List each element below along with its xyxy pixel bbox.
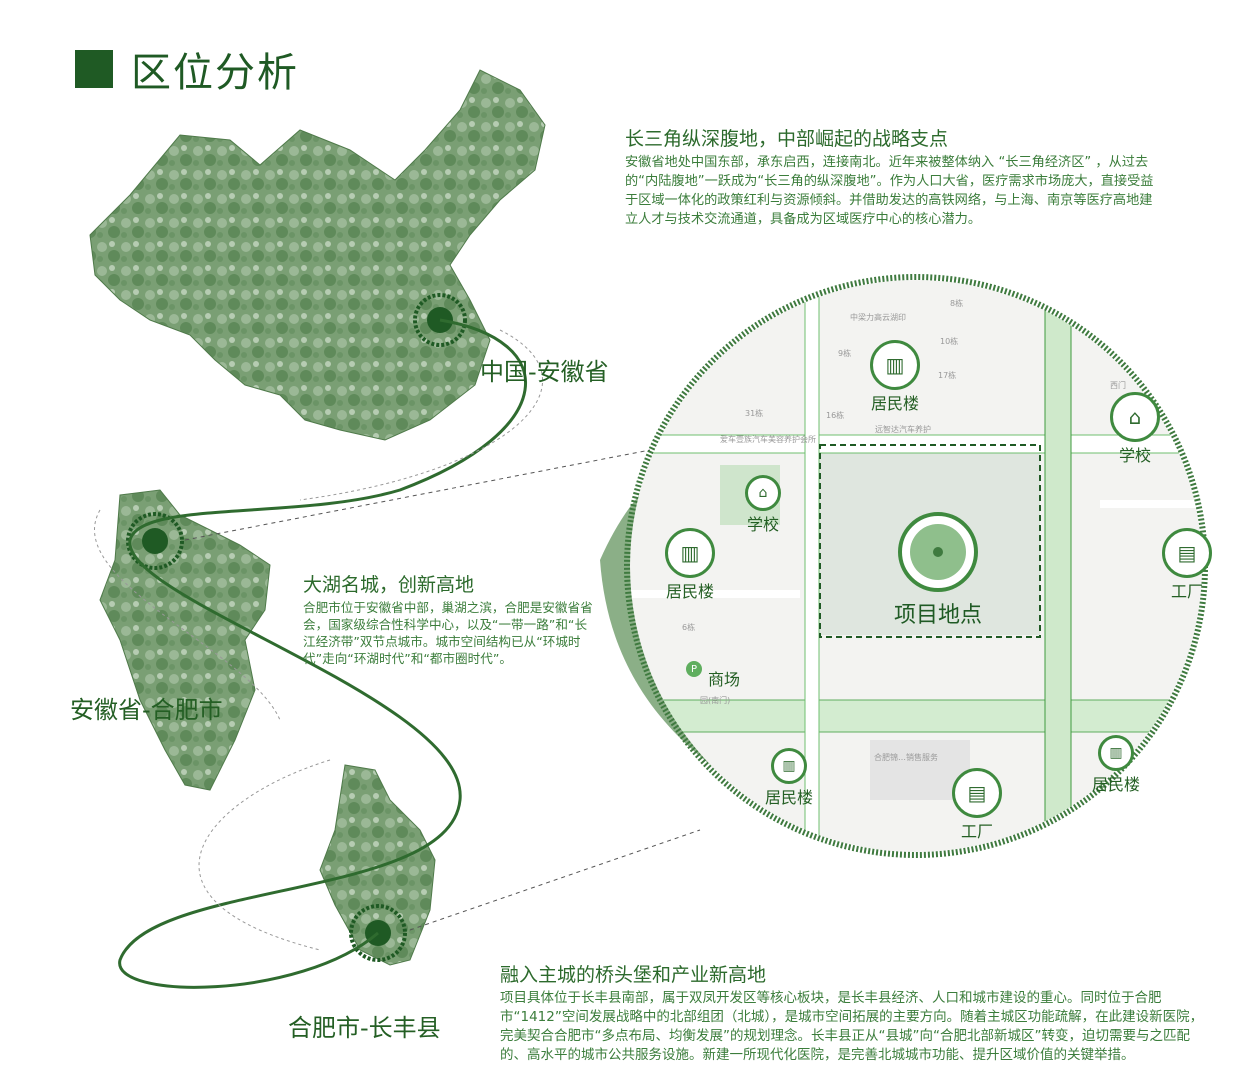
street-label: 10栋 <box>940 336 958 346</box>
building-icon: ▥ <box>1098 735 1134 771</box>
china-marker-ring <box>413 293 467 347</box>
poi-mall[interactable]: P 商场 <box>686 648 740 690</box>
section-title: 区位分析 <box>75 40 299 98</box>
street-label: 西门 <box>1110 380 1126 390</box>
changfeng-body: 项目具体位于长丰县南部，属于双凤开发区等核心板块，是长丰县经济、人口和城市建设的… <box>500 990 1204 1063</box>
hefei-heading: 大湖名城，创新高地 <box>303 574 475 596</box>
anhui-hefei-label: 安徽省-合肥市 <box>70 696 223 724</box>
street-label: 16栋 <box>826 410 844 420</box>
poi-factory-1[interactable]: ▤ 工厂 <box>1162 528 1212 602</box>
connector-line-changfeng <box>409 829 701 931</box>
hefei-map <box>319 764 436 966</box>
poi-label: 工厂 <box>960 822 993 841</box>
factory-icon: ▤ <box>1162 528 1212 578</box>
poi-residential-4[interactable]: ▥ 居民楼 <box>1092 735 1140 795</box>
school-icon: ⌂ <box>1110 392 1160 442</box>
poi-label: 学校 <box>1118 446 1151 465</box>
poi-school-2[interactable]: ⌂ 学校 <box>745 475 781 535</box>
poi-residential-2[interactable]: ▥ 居民楼 <box>665 528 715 602</box>
changfeng-marker-ring <box>349 904 407 962</box>
china-description: 长三角纵深腹地，中部崛起的战略支点 安徽省地处中国东部，承东启西，连接南北。近年… <box>625 124 1155 229</box>
project-pin-icon <box>898 512 978 592</box>
hefei-changfeng-label: 合肥市-长丰县 <box>288 1014 441 1042</box>
street-label: 8栋 <box>950 298 963 308</box>
poi-school-1[interactable]: ⌂ 学校 <box>1110 392 1160 466</box>
street-label: 爱车壹族汽车美容养护会所 <box>720 434 816 444</box>
hefei-body: 合肥市位于安徽省中部，巢湖之滨，合肥是安徽省省会，国家级综合性科学中心，以及“一… <box>303 600 593 666</box>
poi-factory-2[interactable]: ▤ 工厂 <box>952 768 1002 842</box>
changfeng-heading: 融入主城的桥头堡和产业新高地 <box>500 964 767 986</box>
building-icon: ▥ <box>870 340 920 390</box>
street-label: 合肥锦…销售服务 <box>874 752 938 762</box>
title-square-icon <box>75 50 113 88</box>
hefei-description: 大湖名城，创新高地 合肥市位于安徽省中部，巢湖之滨，合肥是安徽省省会，国家级综合… <box>303 570 598 667</box>
poi-label: 工厂 <box>1170 582 1203 601</box>
poi-label: 居民楼 <box>1092 775 1141 794</box>
project-location-label: 项目地点 <box>894 603 983 628</box>
page-title: 区位分析 <box>131 50 299 96</box>
street-label: 6栋 <box>682 622 695 632</box>
dashed-orbits <box>94 329 543 951</box>
hefei-marker-dot <box>142 528 168 554</box>
street-label: 9栋 <box>838 348 851 358</box>
china-anhui-label: 中国-安徽省 <box>480 358 609 386</box>
poi-residential-1[interactable]: ▥ 居民楼 <box>870 340 920 414</box>
poi-residential-3[interactable]: ▥ 居民楼 <box>765 748 813 808</box>
school-icon: ⌂ <box>745 475 781 511</box>
changfeng-description: 融入主城的桥头堡和产业新高地 项目具体位于长丰县南部，属于双凤开发区等核心板块，… <box>500 960 1212 1065</box>
china-map <box>89 69 546 441</box>
poi-label: 居民楼 <box>765 788 814 807</box>
poi-label: 商场 <box>708 670 741 689</box>
poi-label: 居民楼 <box>665 582 714 601</box>
anhui-map <box>99 489 271 791</box>
street-label: 31栋 <box>745 408 763 418</box>
street-label: 远智达汽车养护 <box>875 424 931 434</box>
factory-icon: ▤ <box>952 768 1002 818</box>
street-label: 园(南门) <box>700 695 730 705</box>
connector-line-hefei <box>184 449 651 541</box>
china-heading: 长三角纵深腹地，中部崛起的战略支点 <box>625 128 949 150</box>
building-icon: ▥ <box>665 528 715 578</box>
poi-label: 居民楼 <box>870 394 919 413</box>
connector-swoosh <box>118 318 527 989</box>
china-body: 安徽省地处中国东部，承东启西，连接南北。近年来被整体纳入 “长三角经济区” ，从… <box>625 155 1154 227</box>
project-boundary <box>819 444 1041 638</box>
poi-label: 学校 <box>746 515 779 534</box>
street-label: 中梁力高云湖印 <box>850 312 906 322</box>
street-label: 17栋 <box>938 370 956 380</box>
parking-icon: P <box>686 661 702 677</box>
building-icon: ▥ <box>771 748 807 784</box>
hefei-marker-ring <box>126 512 184 570</box>
